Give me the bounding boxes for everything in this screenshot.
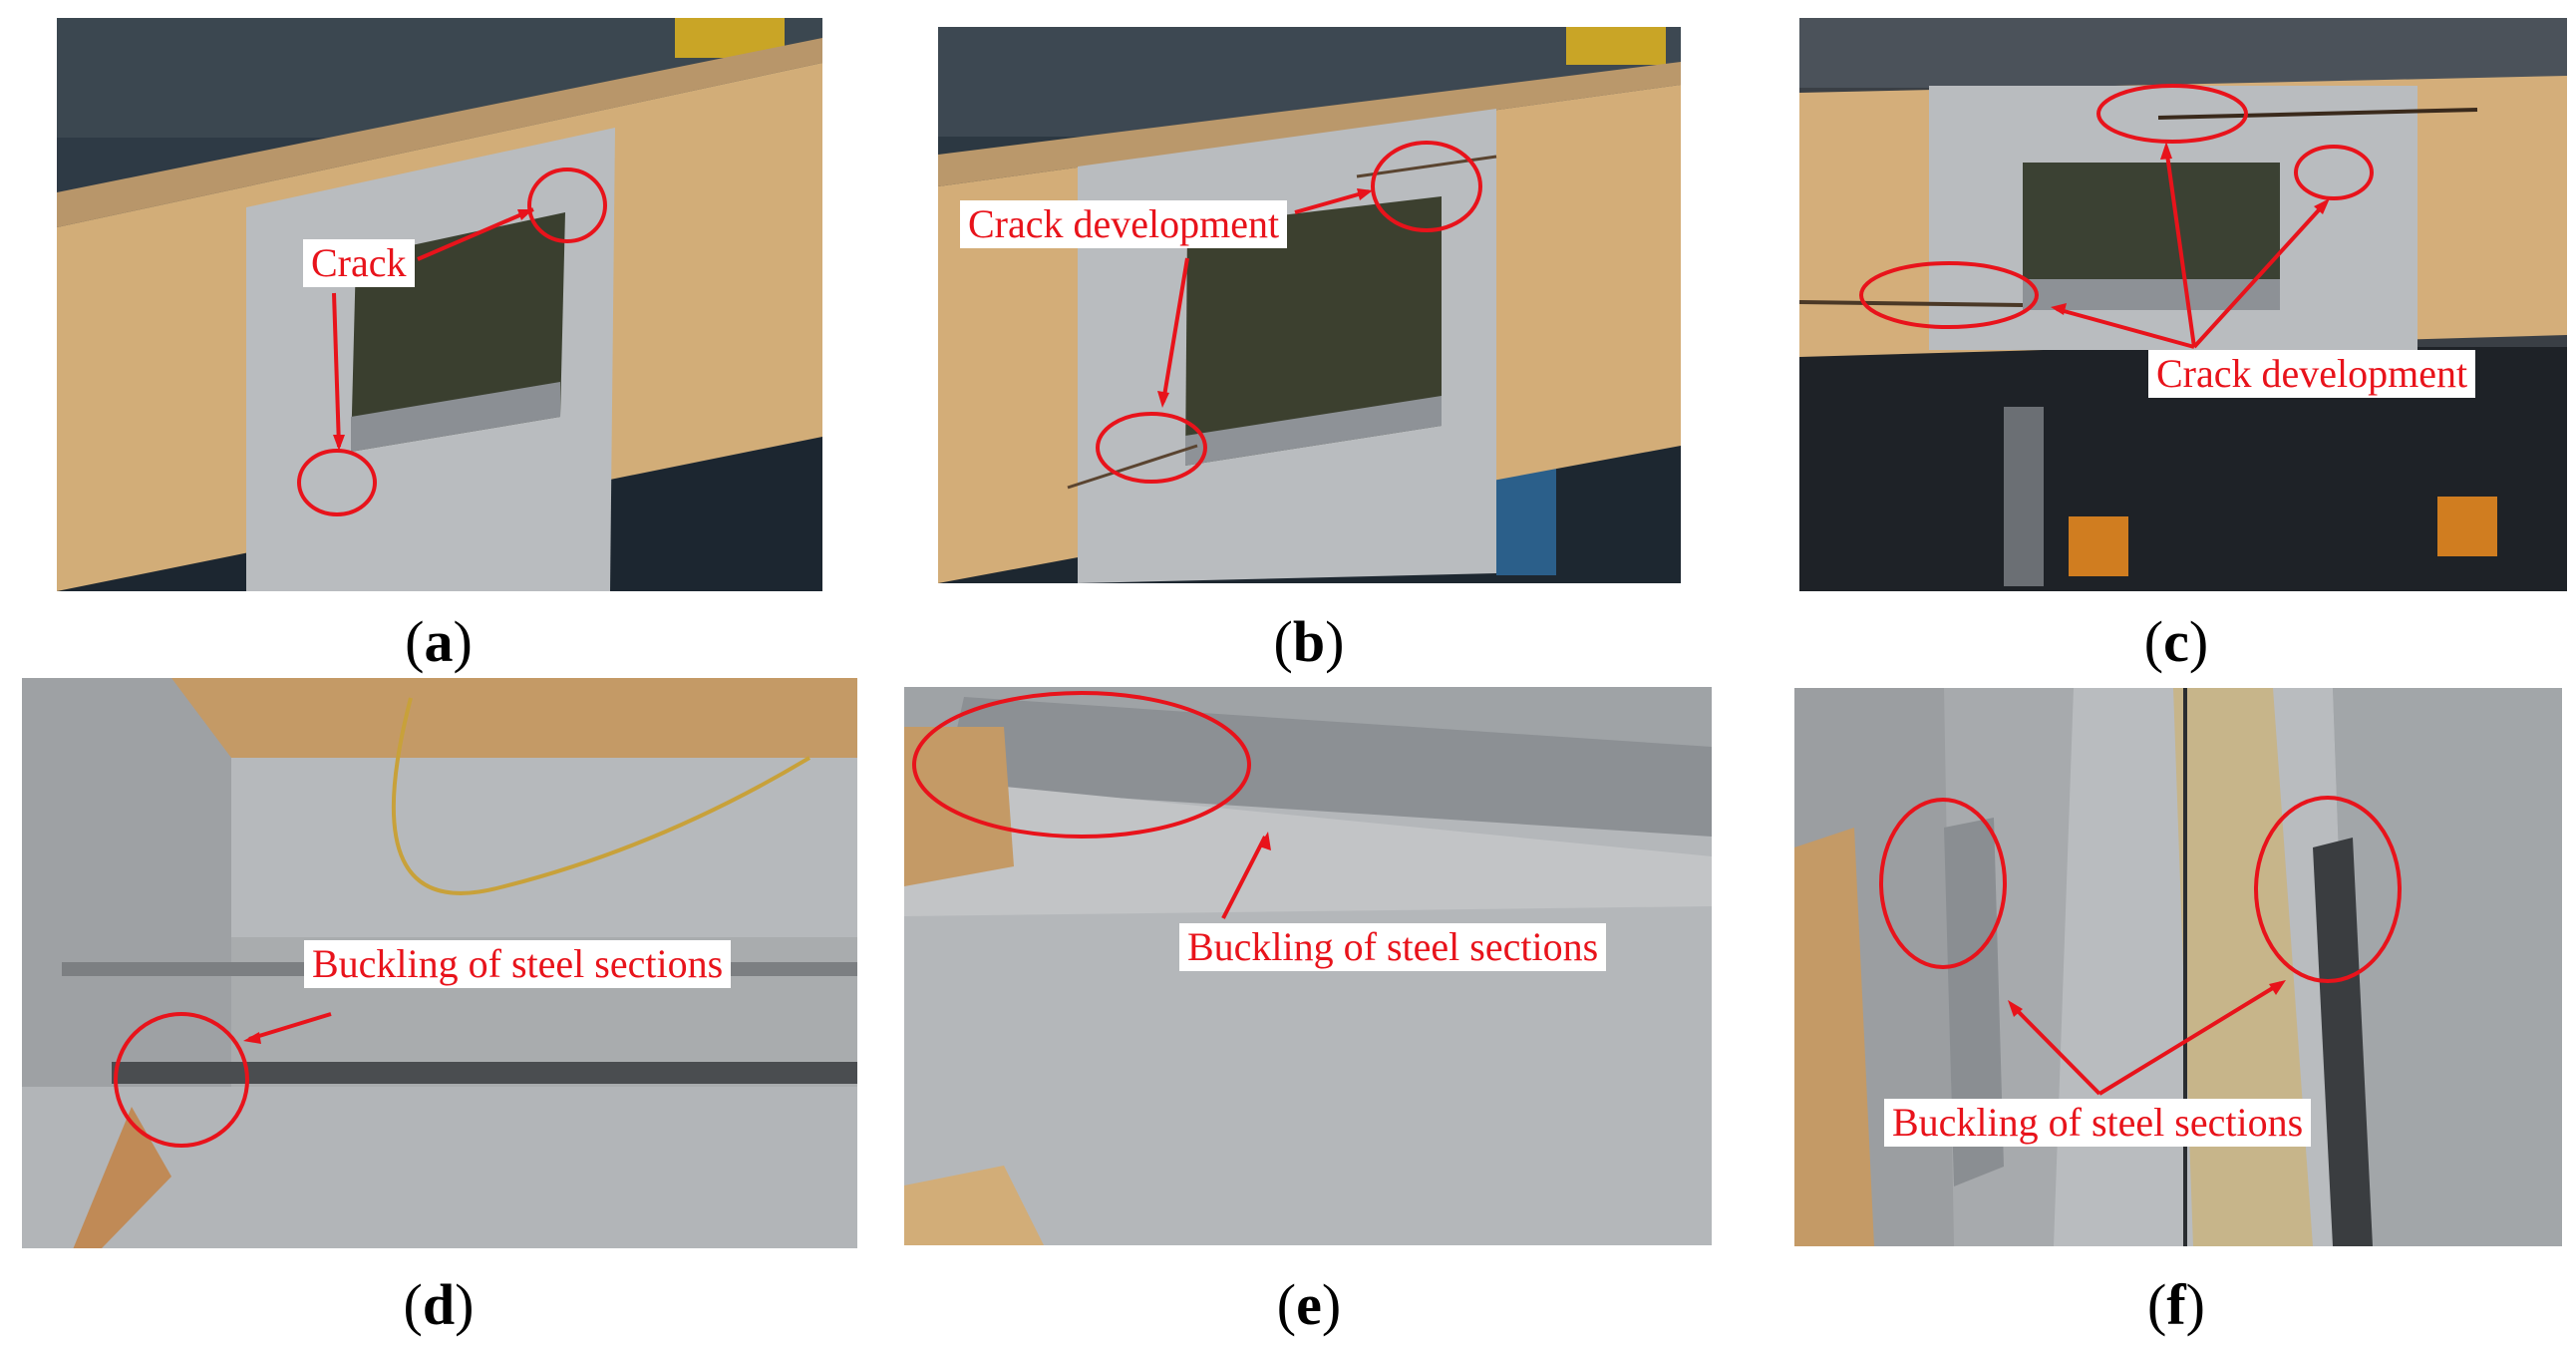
crack-arrow-1: [417, 207, 534, 261]
photo-panel-c: Crack development: [1799, 18, 2567, 591]
buckling-annotations-f: [1879, 796, 2402, 1096]
crack-arrowhead-2: [2314, 198, 2330, 214]
photo-f-drawing: [1794, 688, 2562, 1246]
crack-arrow-2: [2192, 200, 2328, 349]
annotation-label: Crack: [303, 239, 415, 287]
buckling-circle: [114, 1012, 249, 1148]
buckling-annotations-e: [912, 691, 1271, 919]
buckling-arrowhead: [1259, 832, 1271, 850]
buckling-arrow: [248, 1012, 332, 1041]
crack-arrow-2: [332, 292, 341, 448]
crack-arrow-2: [1161, 257, 1189, 403]
buckling-circle-right: [2254, 796, 2402, 983]
buckling-arrowhead-2: [2269, 980, 2286, 995]
crack-arrowhead-1: [517, 209, 533, 220]
crack-arrowhead-2: [333, 435, 345, 451]
photo-panel-f: Buckling of steel sections: [1794, 688, 2562, 1246]
buckling-circle-left: [1879, 798, 2007, 969]
buckling-circle: [912, 691, 1251, 839]
photo-panel-a: Crack: [57, 18, 822, 591]
crack-circle-top: [1371, 141, 1482, 232]
annotation-label: Crack development: [2148, 350, 2476, 398]
caption-f: (f): [2147, 1272, 2205, 1337]
annotation-label: Buckling of steel sections: [304, 940, 732, 988]
crack-circle-top: [2096, 84, 2248, 144]
crack-arrowhead-3: [2051, 303, 2067, 315]
crack-circle-right: [2294, 145, 2374, 200]
photo-panel-d: Buckling of steel sections: [22, 678, 857, 1248]
crack-arrowhead-2: [1157, 391, 1169, 408]
crack-circle-top-right: [527, 168, 607, 243]
crack-arrow-3: [2056, 307, 2195, 349]
buckling-annotations-d: [114, 1012, 332, 1148]
crack-arrowhead-1: [2160, 142, 2172, 160]
crack-circle-bottom: [1096, 412, 1207, 484]
crack-circle-bottom-left: [297, 449, 377, 516]
crack-circle-left: [1859, 261, 2039, 329]
crack-arrowhead-1: [1357, 188, 1373, 200]
crack-annotations-b: [1096, 141, 1482, 484]
buckling-arrow-2: [2097, 981, 2283, 1096]
photo-panel-e: Buckling of steel sections: [904, 687, 1712, 1245]
caption-a: (a): [405, 609, 473, 674]
buckling-arrow: [1221, 836, 1267, 919]
crack-annotations-a: [297, 168, 607, 516]
photo-b-drawing: [938, 27, 1681, 583]
caption-d: (d): [403, 1272, 475, 1337]
caption-e: (e): [1276, 1272, 1342, 1337]
photo-panel-b: Crack development: [938, 27, 1681, 583]
crack-arrow-1: [1294, 189, 1370, 214]
crack-annotations-c: [1859, 84, 2374, 349]
buckling-arrowhead: [243, 1032, 261, 1044]
crack-arrow-1: [2164, 147, 2196, 348]
caption-c: (c): [2143, 609, 2209, 674]
annotation-label: Buckling of steel sections: [1179, 923, 1607, 971]
caption-b: (b): [1273, 609, 1345, 674]
annotation-label: Crack development: [960, 200, 1288, 248]
photo-c-drawing: [1799, 18, 2567, 591]
buckling-arrowhead-1: [2008, 1000, 2023, 1017]
annotation-label: Buckling of steel sections: [1884, 1099, 2312, 1147]
buckling-arrow-1: [2010, 1003, 2101, 1096]
